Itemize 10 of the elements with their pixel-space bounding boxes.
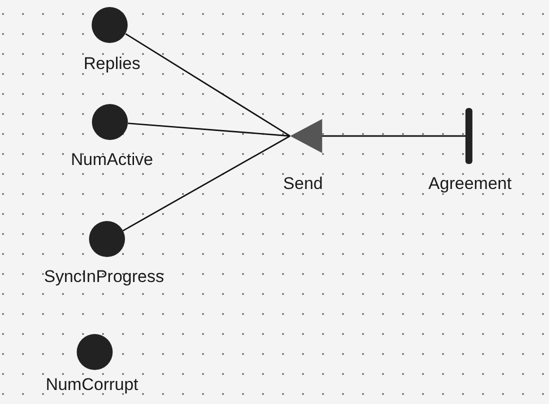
node-label: SyncInProgress bbox=[44, 267, 164, 287]
arc-line bbox=[322, 135, 466, 137]
node-label: Replies bbox=[84, 54, 140, 74]
arc-line bbox=[128, 122, 290, 137]
arc-line bbox=[125, 33, 290, 137]
node-label: Send bbox=[283, 174, 323, 194]
arc-line bbox=[122, 135, 290, 232]
node-label: NumCorrupt bbox=[46, 375, 138, 395]
node-label: Agreement bbox=[428, 174, 512, 194]
node-label: NumActive bbox=[70, 150, 154, 170]
